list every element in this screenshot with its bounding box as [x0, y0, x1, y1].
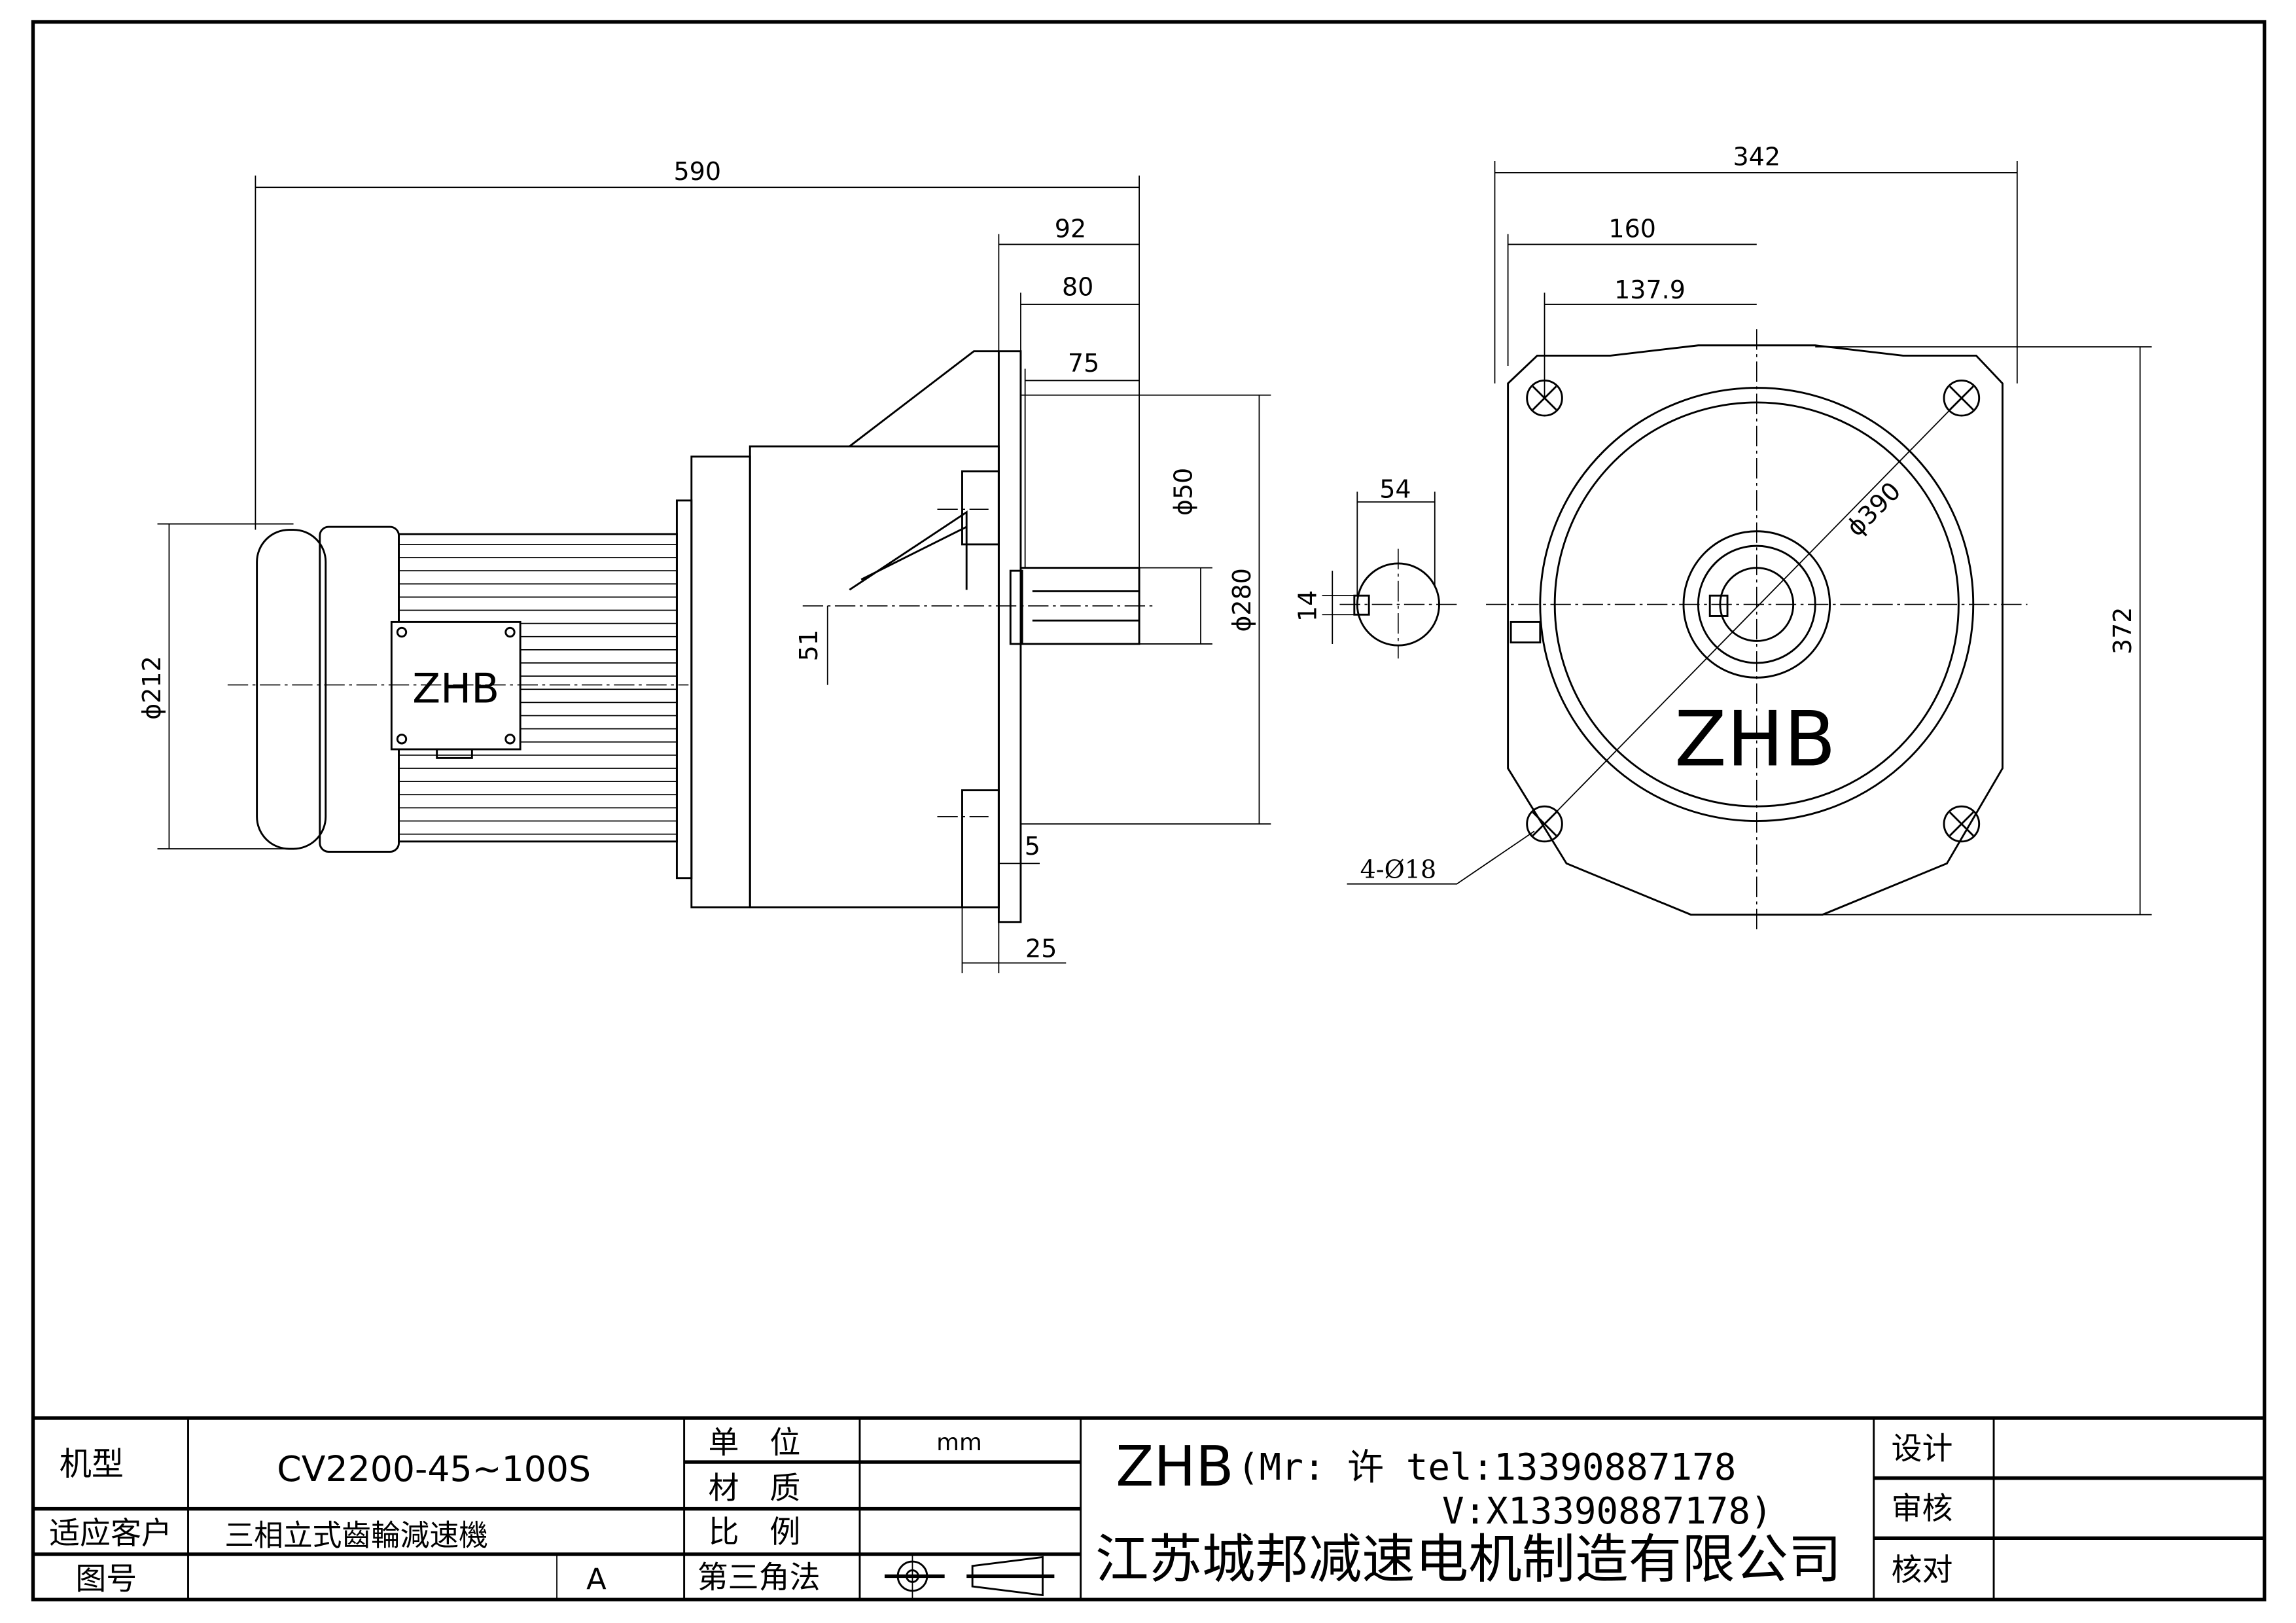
drawing-no-label: 图号: [75, 1561, 137, 1597]
dim-54: 54: [1379, 474, 1411, 503]
dim-5: 5: [1025, 832, 1040, 861]
dim-342: 342: [1733, 143, 1781, 171]
dim-phi280: ϕ280: [1227, 568, 1256, 632]
motor-flange: [675, 499, 693, 880]
unit-value: mm: [936, 1429, 982, 1456]
material-label: 材 质: [709, 1471, 801, 1507]
shaft-end-view: 54 14: [1294, 474, 1457, 659]
model-label: 机型: [60, 1445, 124, 1483]
flange-outline: [1507, 344, 2004, 916]
projection-label: 第三角法: [698, 1560, 821, 1596]
third-angle-projection-icon: [884, 1554, 1055, 1600]
title-block: 机型 CV2200-45~100S 适应客户 三相立式齒輪減速機 图号 A 单 …: [33, 1416, 2265, 1600]
dim-80: 80: [1062, 273, 1093, 302]
dim-phi50: ϕ50: [1169, 468, 1198, 516]
front-view: ZHB ϕ390 4-Ø18 342 160 137.9 372: [1347, 143, 2152, 930]
customer-label: 适应客户: [49, 1516, 172, 1552]
company-brand: ZHB: [1116, 1435, 1233, 1499]
dim-372: 372: [2108, 607, 2137, 655]
dim-590: 590: [673, 157, 721, 186]
dim-137-9: 137.9: [1614, 276, 1686, 304]
design-label: 设计: [1892, 1431, 1953, 1467]
gusset: [849, 350, 999, 448]
customer-value: 三相立式齒輪減速機: [224, 1518, 487, 1552]
drawing-border: [31, 20, 2267, 1601]
model-value: CV2200-45~100S: [277, 1448, 591, 1489]
review-label: 审核: [1892, 1491, 1953, 1527]
side-view: ZHB: [227, 350, 1157, 923]
check-label: 核对: [1892, 1552, 1953, 1588]
unit-label: 单 位: [709, 1425, 801, 1461]
contact-line-1: (Mr: 许 tel:13390887178: [1237, 1446, 1737, 1489]
dim-51: 51: [794, 630, 823, 661]
dim-14: 14: [1294, 590, 1322, 622]
contact-line-2: V:X13390887178): [1442, 1490, 1773, 1533]
dim-92: 92: [1055, 214, 1086, 243]
scale-label: 比 例: [709, 1514, 801, 1550]
dim-75: 75: [1068, 349, 1099, 378]
dim-25: 25: [1025, 935, 1057, 963]
dim-phi212: ϕ212: [137, 656, 166, 720]
motor-brand-label: ZHB: [412, 664, 499, 712]
revision: A: [586, 1562, 607, 1597]
dim-holes: 4-Ø18: [1360, 855, 1437, 884]
side-view-dimensions: 590 92 80 75 ϕ50 ϕ280 51 ϕ212 5 25: [137, 157, 1271, 974]
motor-endbell: [319, 526, 400, 853]
dim-phi390: ϕ390: [1841, 476, 1906, 542]
front-brand-label: ZHB: [1674, 696, 1836, 784]
fan-cover: [256, 529, 327, 850]
gear-housing-rear: [690, 455, 751, 908]
dim-160: 160: [1608, 214, 1656, 243]
mounting-hole: [1943, 805, 1981, 843]
company-name: 江苏城邦减速电机制造有限公司: [1095, 1529, 1841, 1590]
terminal-box: [390, 620, 521, 751]
